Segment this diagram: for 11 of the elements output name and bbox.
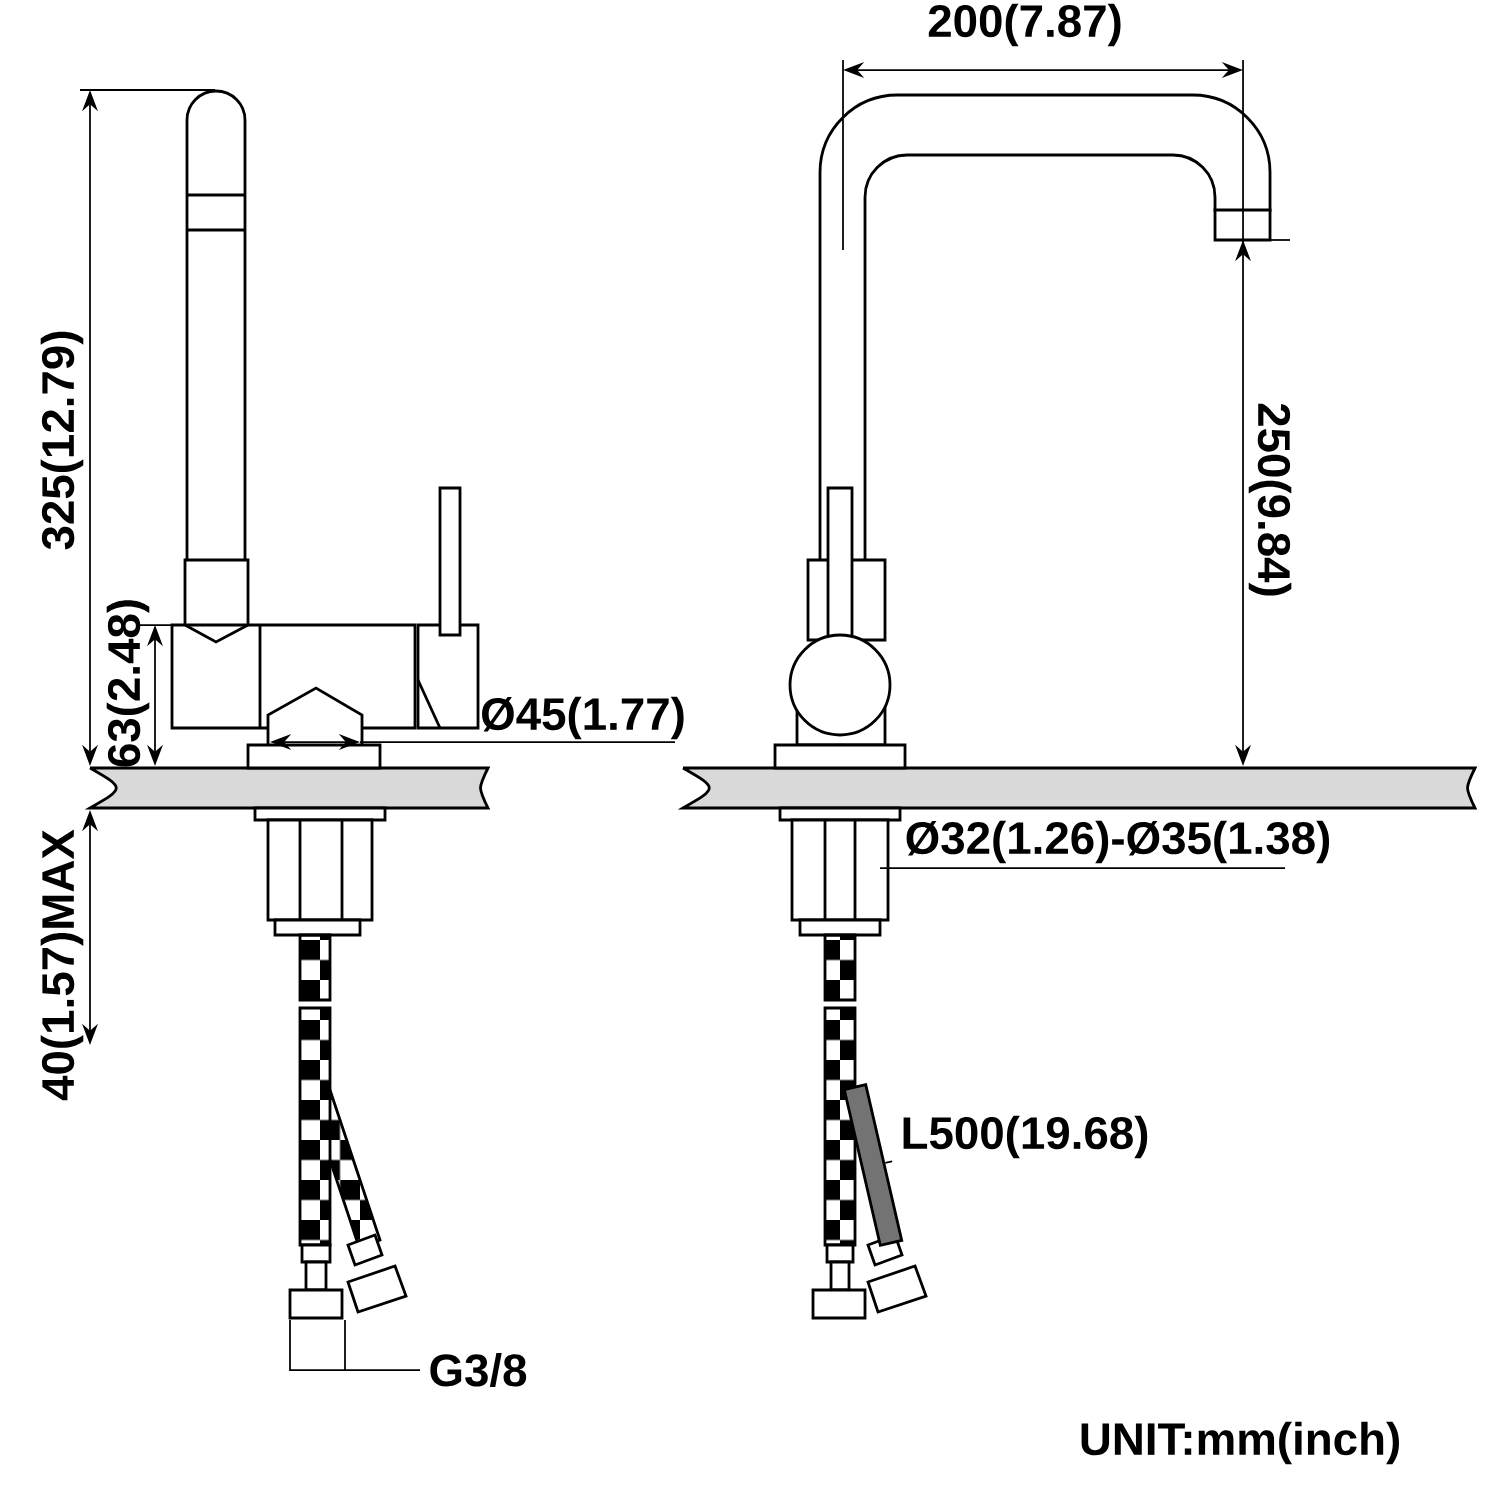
dimension-label: L500(19.68) [903, 1115, 1148, 1159]
dimension-label: 250(9.84) [1248, 403, 1292, 596]
dimension-label: Ø32(1.26)-Ø35(1.38) [906, 820, 1330, 864]
dimension-label: G3/8 [430, 1353, 527, 1388]
dimension-label: 200(7.87) [928, 3, 1121, 47]
dimension-label: 325(12.79) [40, 331, 84, 550]
unit-note: UNIT:mm(inch) [1081, 1421, 1399, 1465]
dimension-label: 40(1.57)MAX [40, 829, 84, 1101]
dimension-label: Ø45(1.77) [482, 696, 684, 740]
dimension-label: 63(2.48) [106, 600, 150, 767]
leader-line [884, 1160, 893, 1164]
